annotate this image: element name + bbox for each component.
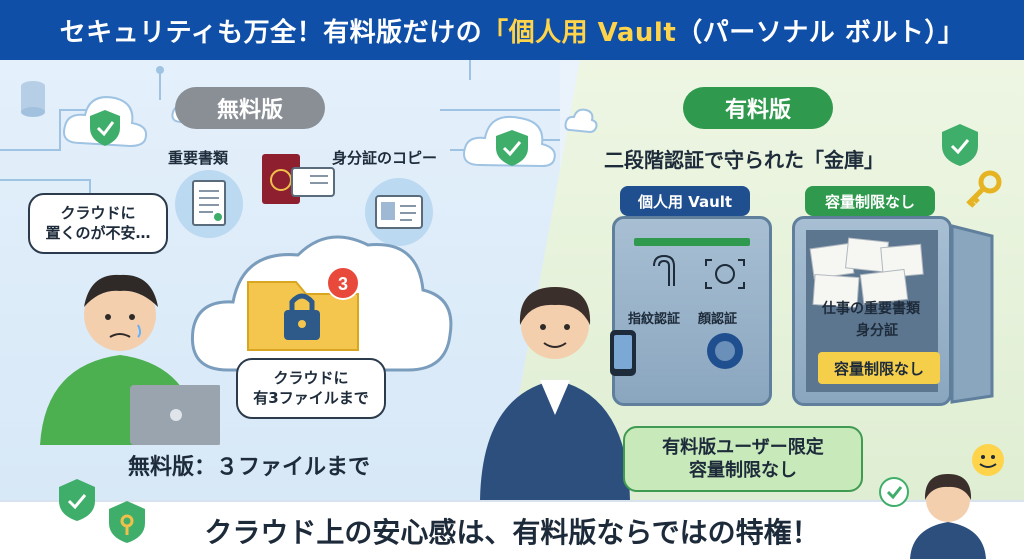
important-docs-label: 重要書類 <box>168 149 229 167</box>
header-highlight: 「個人用 Vault <box>482 17 677 48</box>
paid-limited-line-1: 有料版ユーザー限定 <box>662 436 824 458</box>
footer-text: クラウド上の安心感は、有料版ならではの特権！ <box>204 515 820 549</box>
vault-safe-details <box>634 238 750 369</box>
paid-limited-box: 有料版ユーザー限定 容量制限なし <box>623 426 863 492</box>
passport-icon <box>262 154 335 204</box>
id-card-circle <box>365 178 433 246</box>
free-caption: 無料版：３ファイルまで <box>128 455 371 480</box>
cloud-shield-icon <box>63 96 148 148</box>
document-icon <box>192 180 226 226</box>
limit-bubble: クラウドに 有3ファイルまで <box>236 358 386 419</box>
vault-title: 二段階認証で守られた「金庫」 <box>604 148 884 172</box>
paper-label-work-docs: 仕事の重要書類 <box>822 301 920 317</box>
face-auth-label: 顔認証 <box>698 312 738 327</box>
header-banner: セキュリティも万全！有料版だけの 「個人用 Vault （パーソナル ボルト）」 <box>0 0 1024 60</box>
footer-banner: クラウド上の安心感は、有料版ならではの特権！ <box>0 500 1024 559</box>
count-badge-number: 3 <box>338 274 348 294</box>
document-circle <box>175 170 243 238</box>
support-person-illustration <box>879 444 1004 559</box>
paper-label-id: 身分証 <box>856 323 898 339</box>
limit-line-1: クラウドに <box>273 369 349 387</box>
footer-shield-icons <box>59 479 145 543</box>
free-badge: 無料版 <box>175 87 325 129</box>
right-cloud-decoration <box>440 108 598 168</box>
cloud-storage-illustration <box>190 235 453 372</box>
folder-capacity-label: 容量制限なし <box>818 352 940 384</box>
id-card-icon <box>375 195 423 229</box>
count-badge: 3 <box>326 266 360 300</box>
vault-tag: 個人用 Vault <box>620 186 750 216</box>
database-icon <box>21 81 45 117</box>
capacity-tag: 容量制限なし <box>805 186 935 216</box>
id-copy-label: 身分証のコピー <box>332 149 438 167</box>
vault-safe-closed <box>612 216 772 406</box>
paid-limited-line-2: 容量制限なし <box>689 460 797 481</box>
worry-line-2: 置くのが不安… <box>45 224 151 243</box>
header-prefix: セキュリティも万全！有料版だけの <box>59 17 483 48</box>
paid-badge: 有料版 <box>683 87 833 129</box>
shield-key-icon <box>942 124 1002 208</box>
worry-line-1: クラウドに <box>60 204 136 222</box>
confident-person-illustration <box>480 287 636 500</box>
header-suffix: （パーソナル ボルト）」 <box>676 17 965 48</box>
worry-bubble: クラウドに 置くのが不安… <box>28 193 168 254</box>
limit-line-2: 有3ファイルまで <box>253 389 369 408</box>
fingerprint-label: 指紋認証 <box>628 312 681 327</box>
worried-person-illustration <box>40 274 220 445</box>
